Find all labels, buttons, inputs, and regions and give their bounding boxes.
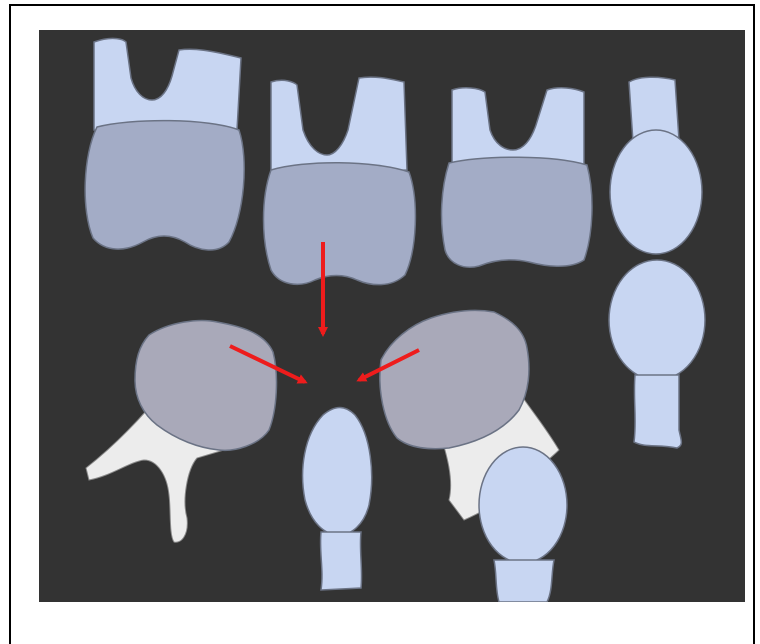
tooth-diagram-canvas bbox=[39, 30, 745, 602]
side-view-tooth-lower-oval bbox=[609, 260, 705, 380]
upper-tooth-middle-crown bbox=[264, 163, 416, 285]
center-bottom-tooth-root bbox=[321, 532, 362, 590]
overlapping-oval-tooth-root bbox=[494, 560, 554, 602]
side-view-tooth-upper-oval bbox=[610, 130, 702, 254]
tooth-diagram-panel bbox=[39, 30, 745, 602]
upper-tooth-right-crown bbox=[442, 157, 593, 267]
upper-tooth-left-crown bbox=[85, 121, 244, 250]
side-view-tooth-bottom-root bbox=[634, 375, 681, 448]
overlapping-oval-tooth-crown bbox=[479, 447, 567, 563]
